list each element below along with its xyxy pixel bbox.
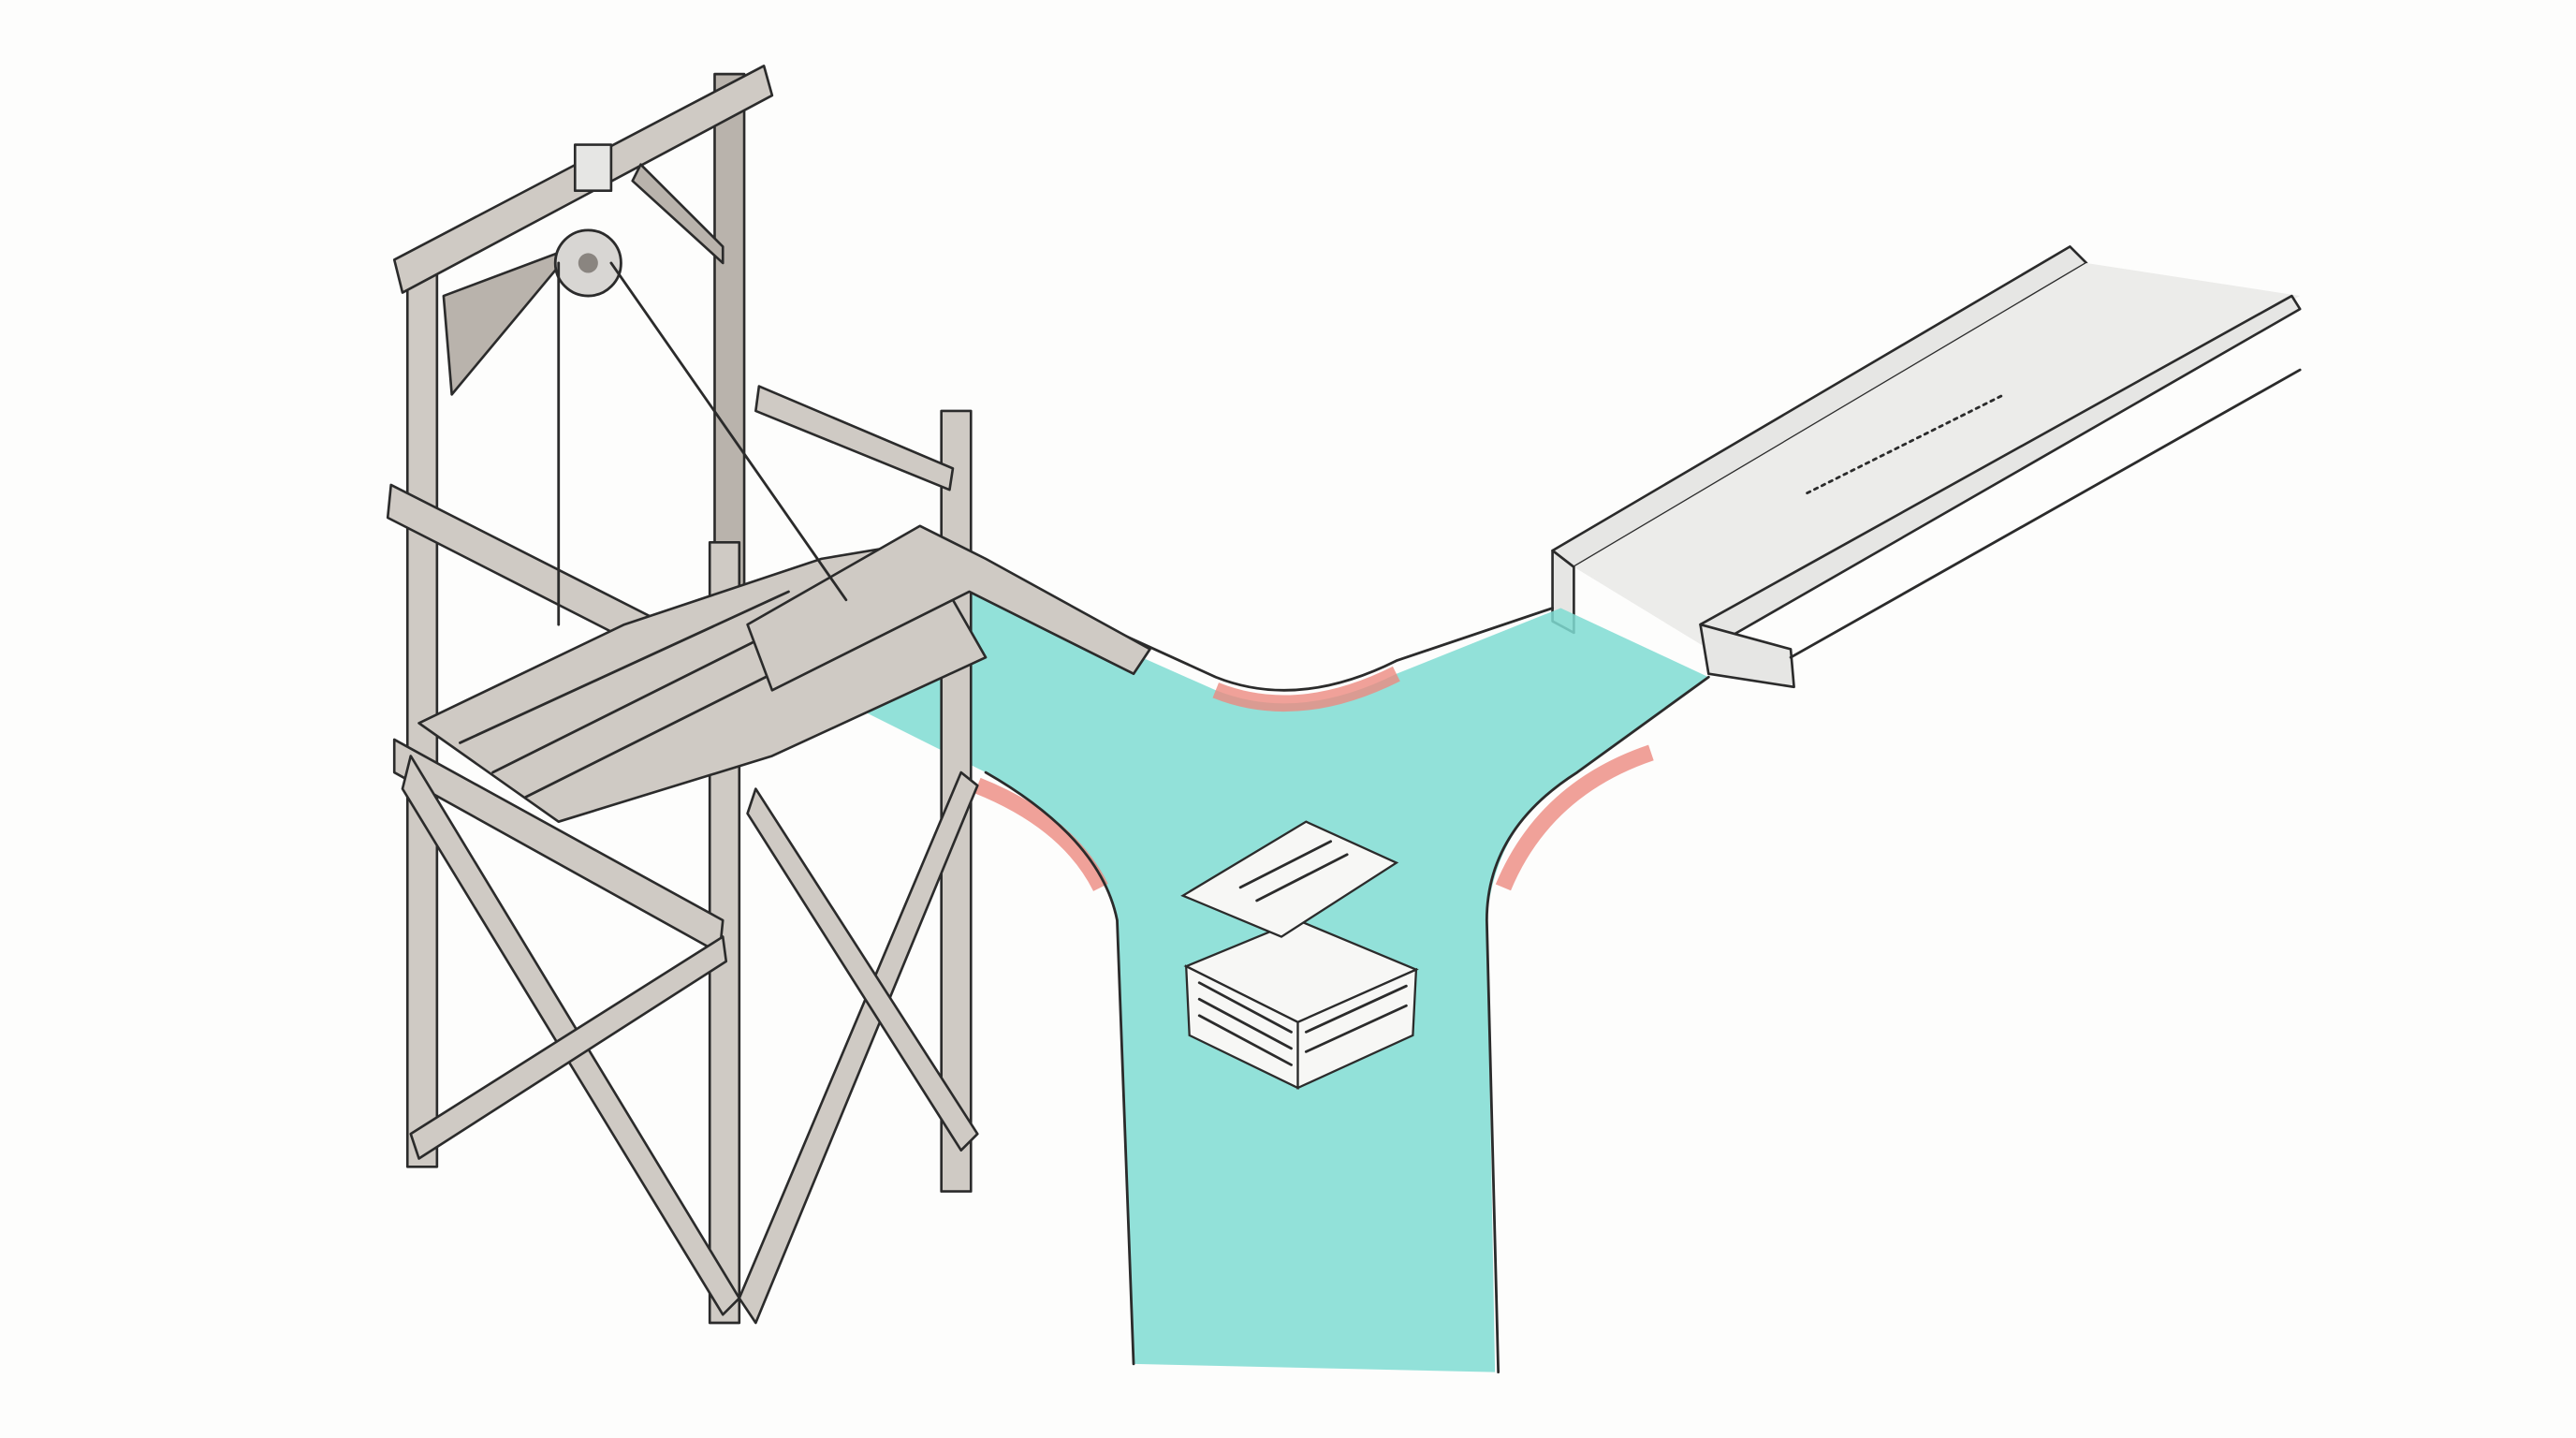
- pulley: [553, 143, 848, 626]
- scaffold-tower: [386, 65, 1151, 1325]
- upper-trough: [1551, 245, 2302, 689]
- paper-stack: [1180, 820, 1419, 1090]
